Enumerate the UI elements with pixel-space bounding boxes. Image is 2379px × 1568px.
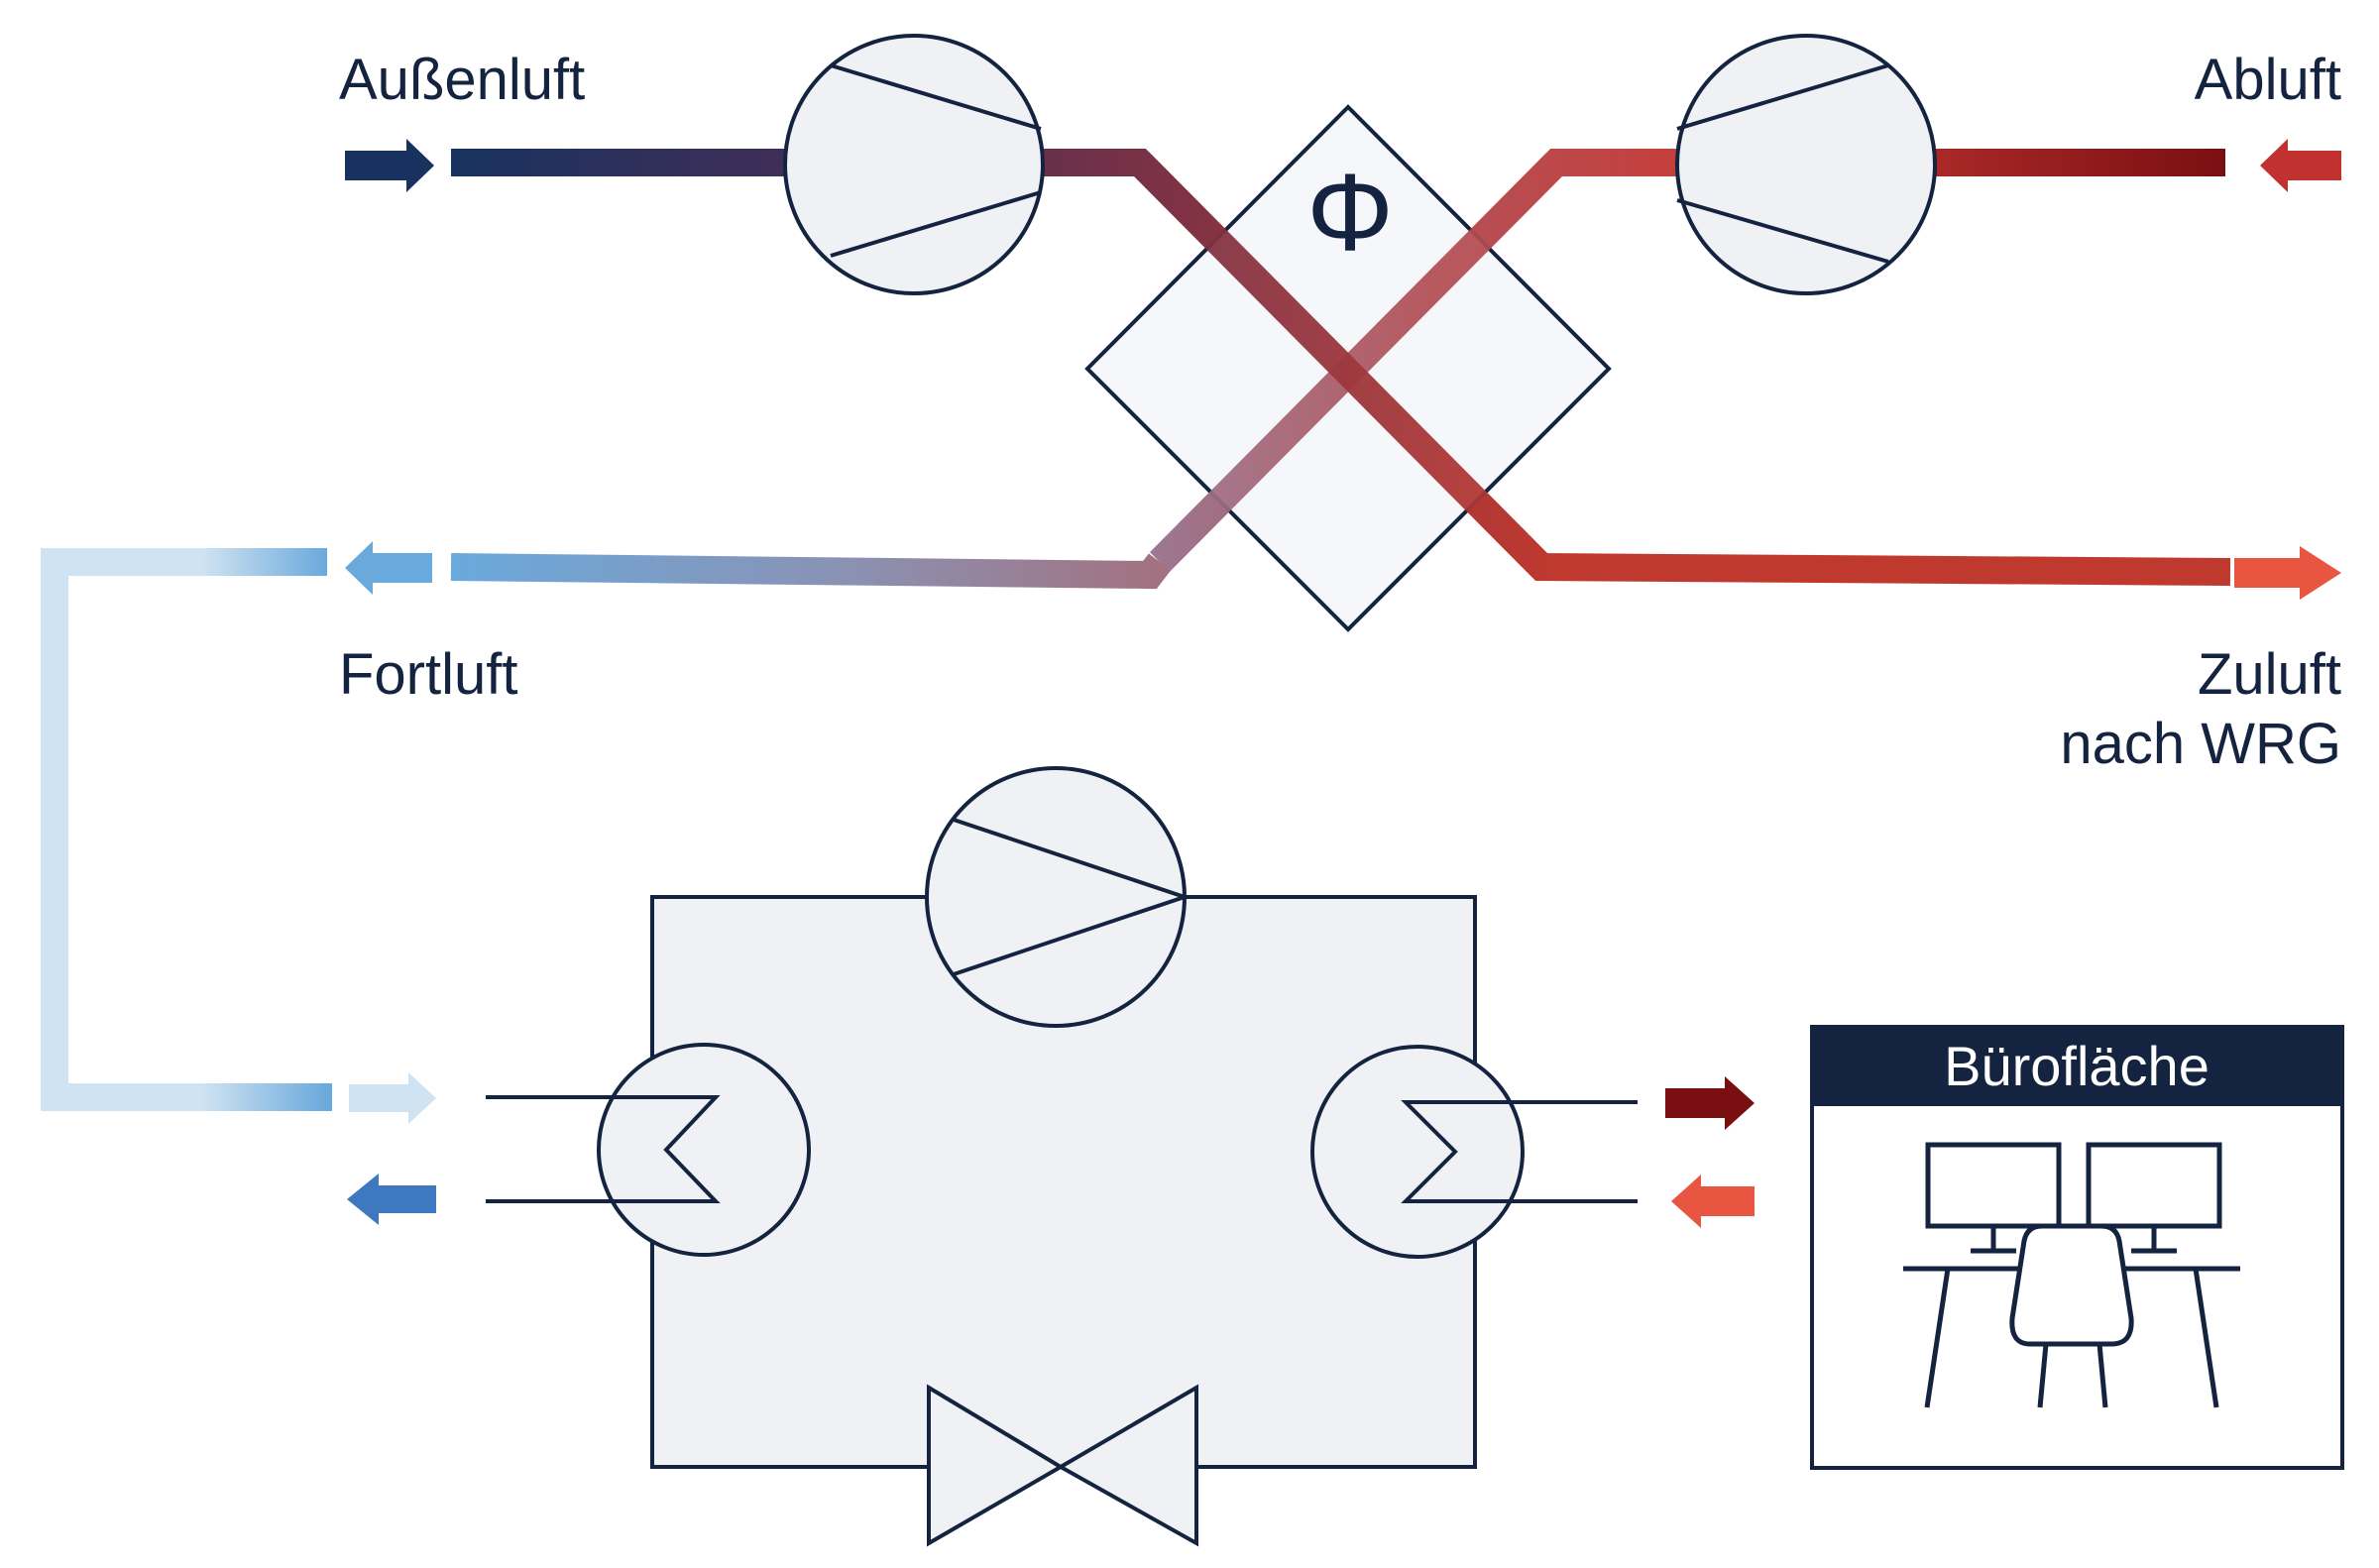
label-abluft: Abluft (2195, 48, 2341, 112)
abluft-duct-over (1150, 153, 1566, 572)
fortluft-loop-duct (41, 548, 332, 1111)
evaporator (486, 1043, 811, 1257)
fan-icon (783, 34, 1045, 295)
label-nach-wrg: nach WRG (2060, 712, 2341, 776)
condenser (1310, 1045, 1638, 1259)
label-fortluft: Fortluft (339, 642, 518, 707)
supply-fan (783, 34, 1045, 295)
fan-icon (1675, 34, 1937, 295)
hot-supply-arrow-icon (1665, 1076, 1755, 1130)
compressor-icon (925, 766, 1187, 1028)
fortluft-duct (450, 553, 1172, 590)
expansion-valve (927, 1384, 1198, 1547)
heat-exchanger-symbol: Φ (1306, 152, 1394, 274)
warm-return-arrow-icon (1671, 1175, 1755, 1228)
label-zuluft: Zuluft (2198, 642, 2341, 707)
zuluft-arrow-icon (2234, 546, 2341, 600)
office-box: Bürofläche (1810, 1025, 2344, 1470)
fortluft-in-arrow-icon (349, 1072, 436, 1124)
fortluft-arrow-icon (345, 541, 432, 595)
office-header (1812, 1027, 2342, 1106)
label-aussenluft: Außenluft (339, 48, 585, 112)
office-desk-icon (1903, 1142, 2240, 1408)
cold-return-arrow-icon (347, 1174, 436, 1225)
abluft-arrow-icon (2260, 139, 2341, 192)
aussenluft-duct-over (1130, 153, 1551, 577)
aussenluft-arrow-icon (345, 139, 434, 192)
evaporator-icon (597, 1043, 811, 1257)
exhaust-fan (1675, 34, 1937, 295)
compressor (925, 766, 1187, 1028)
office-title: Bürofläche (1944, 1035, 2209, 1097)
expansion-valve-icon (927, 1384, 1065, 1547)
condenser-icon (1310, 1045, 1525, 1259)
